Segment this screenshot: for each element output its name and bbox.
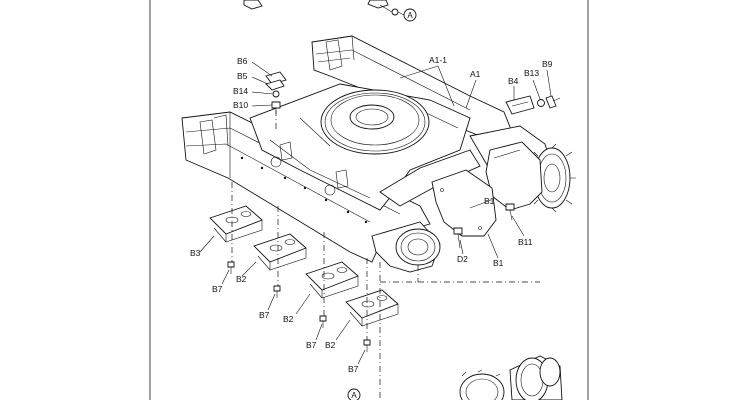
travel-motor xyxy=(459,355,563,400)
label-b1-bottom: B1 xyxy=(493,258,504,268)
track-roller-b2-1 xyxy=(253,233,307,271)
reference-a-top: A xyxy=(403,8,417,22)
label-b5: B5 xyxy=(237,71,248,81)
bolt-b7-4 xyxy=(363,339,371,352)
label-b7-1: B7 xyxy=(212,284,223,294)
bracket-b4 xyxy=(505,95,535,115)
label-b7-3: B7 xyxy=(306,340,317,350)
reference-a-bottom-label: A xyxy=(351,391,357,400)
assembly-center-lines xyxy=(231,110,540,400)
label-b7-4: B7 xyxy=(348,364,359,374)
track-roller-b2-3 xyxy=(345,289,399,327)
bolt-stack-left xyxy=(265,71,287,114)
label-b2-2: B2 xyxy=(283,314,294,324)
track-frame xyxy=(181,35,551,273)
track-roller-b2-2 xyxy=(305,261,359,299)
reference-a-bottom: A xyxy=(347,388,361,400)
track-roller-b3 xyxy=(209,205,263,243)
label-a1-1: A1-1 xyxy=(429,55,447,65)
label-d2: D2 xyxy=(457,254,468,264)
washer-b13 xyxy=(537,99,545,107)
reference-a-top-label: A xyxy=(407,11,413,20)
bolt-d2 xyxy=(453,227,463,249)
label-b9: B9 xyxy=(542,59,553,69)
label-b3: B3 xyxy=(190,248,201,258)
bolt-b7-2 xyxy=(273,285,281,298)
label-b7-2: B7 xyxy=(259,310,270,320)
label-b11: B11 xyxy=(518,237,533,247)
label-b2-3: B2 xyxy=(325,340,336,350)
top-fragment xyxy=(243,0,399,16)
bolt-b7-3 xyxy=(319,315,327,328)
cover-plate-upper xyxy=(485,141,543,211)
label-b6: B6 xyxy=(237,56,248,66)
label-a1: A1 xyxy=(470,69,481,79)
part-labels: B6 B5 B14 B10 A1-1 A1 B4 B13 B9 B1 B11 D… xyxy=(190,55,553,374)
bolt-b9 xyxy=(545,95,561,109)
label-b2-1: B2 xyxy=(236,274,247,284)
label-b1-top: B1 xyxy=(484,196,495,206)
label-b13: B13 xyxy=(524,68,539,78)
leader-lines xyxy=(199,11,552,365)
cover-plate-lower xyxy=(431,169,497,237)
label-b4: B4 xyxy=(508,76,519,86)
rail-bolts xyxy=(240,156,368,224)
bolt-b11 xyxy=(505,203,515,221)
label-b10: B10 xyxy=(233,100,248,110)
bolt-b7-1 xyxy=(227,261,235,274)
label-b14: B14 xyxy=(233,86,248,96)
